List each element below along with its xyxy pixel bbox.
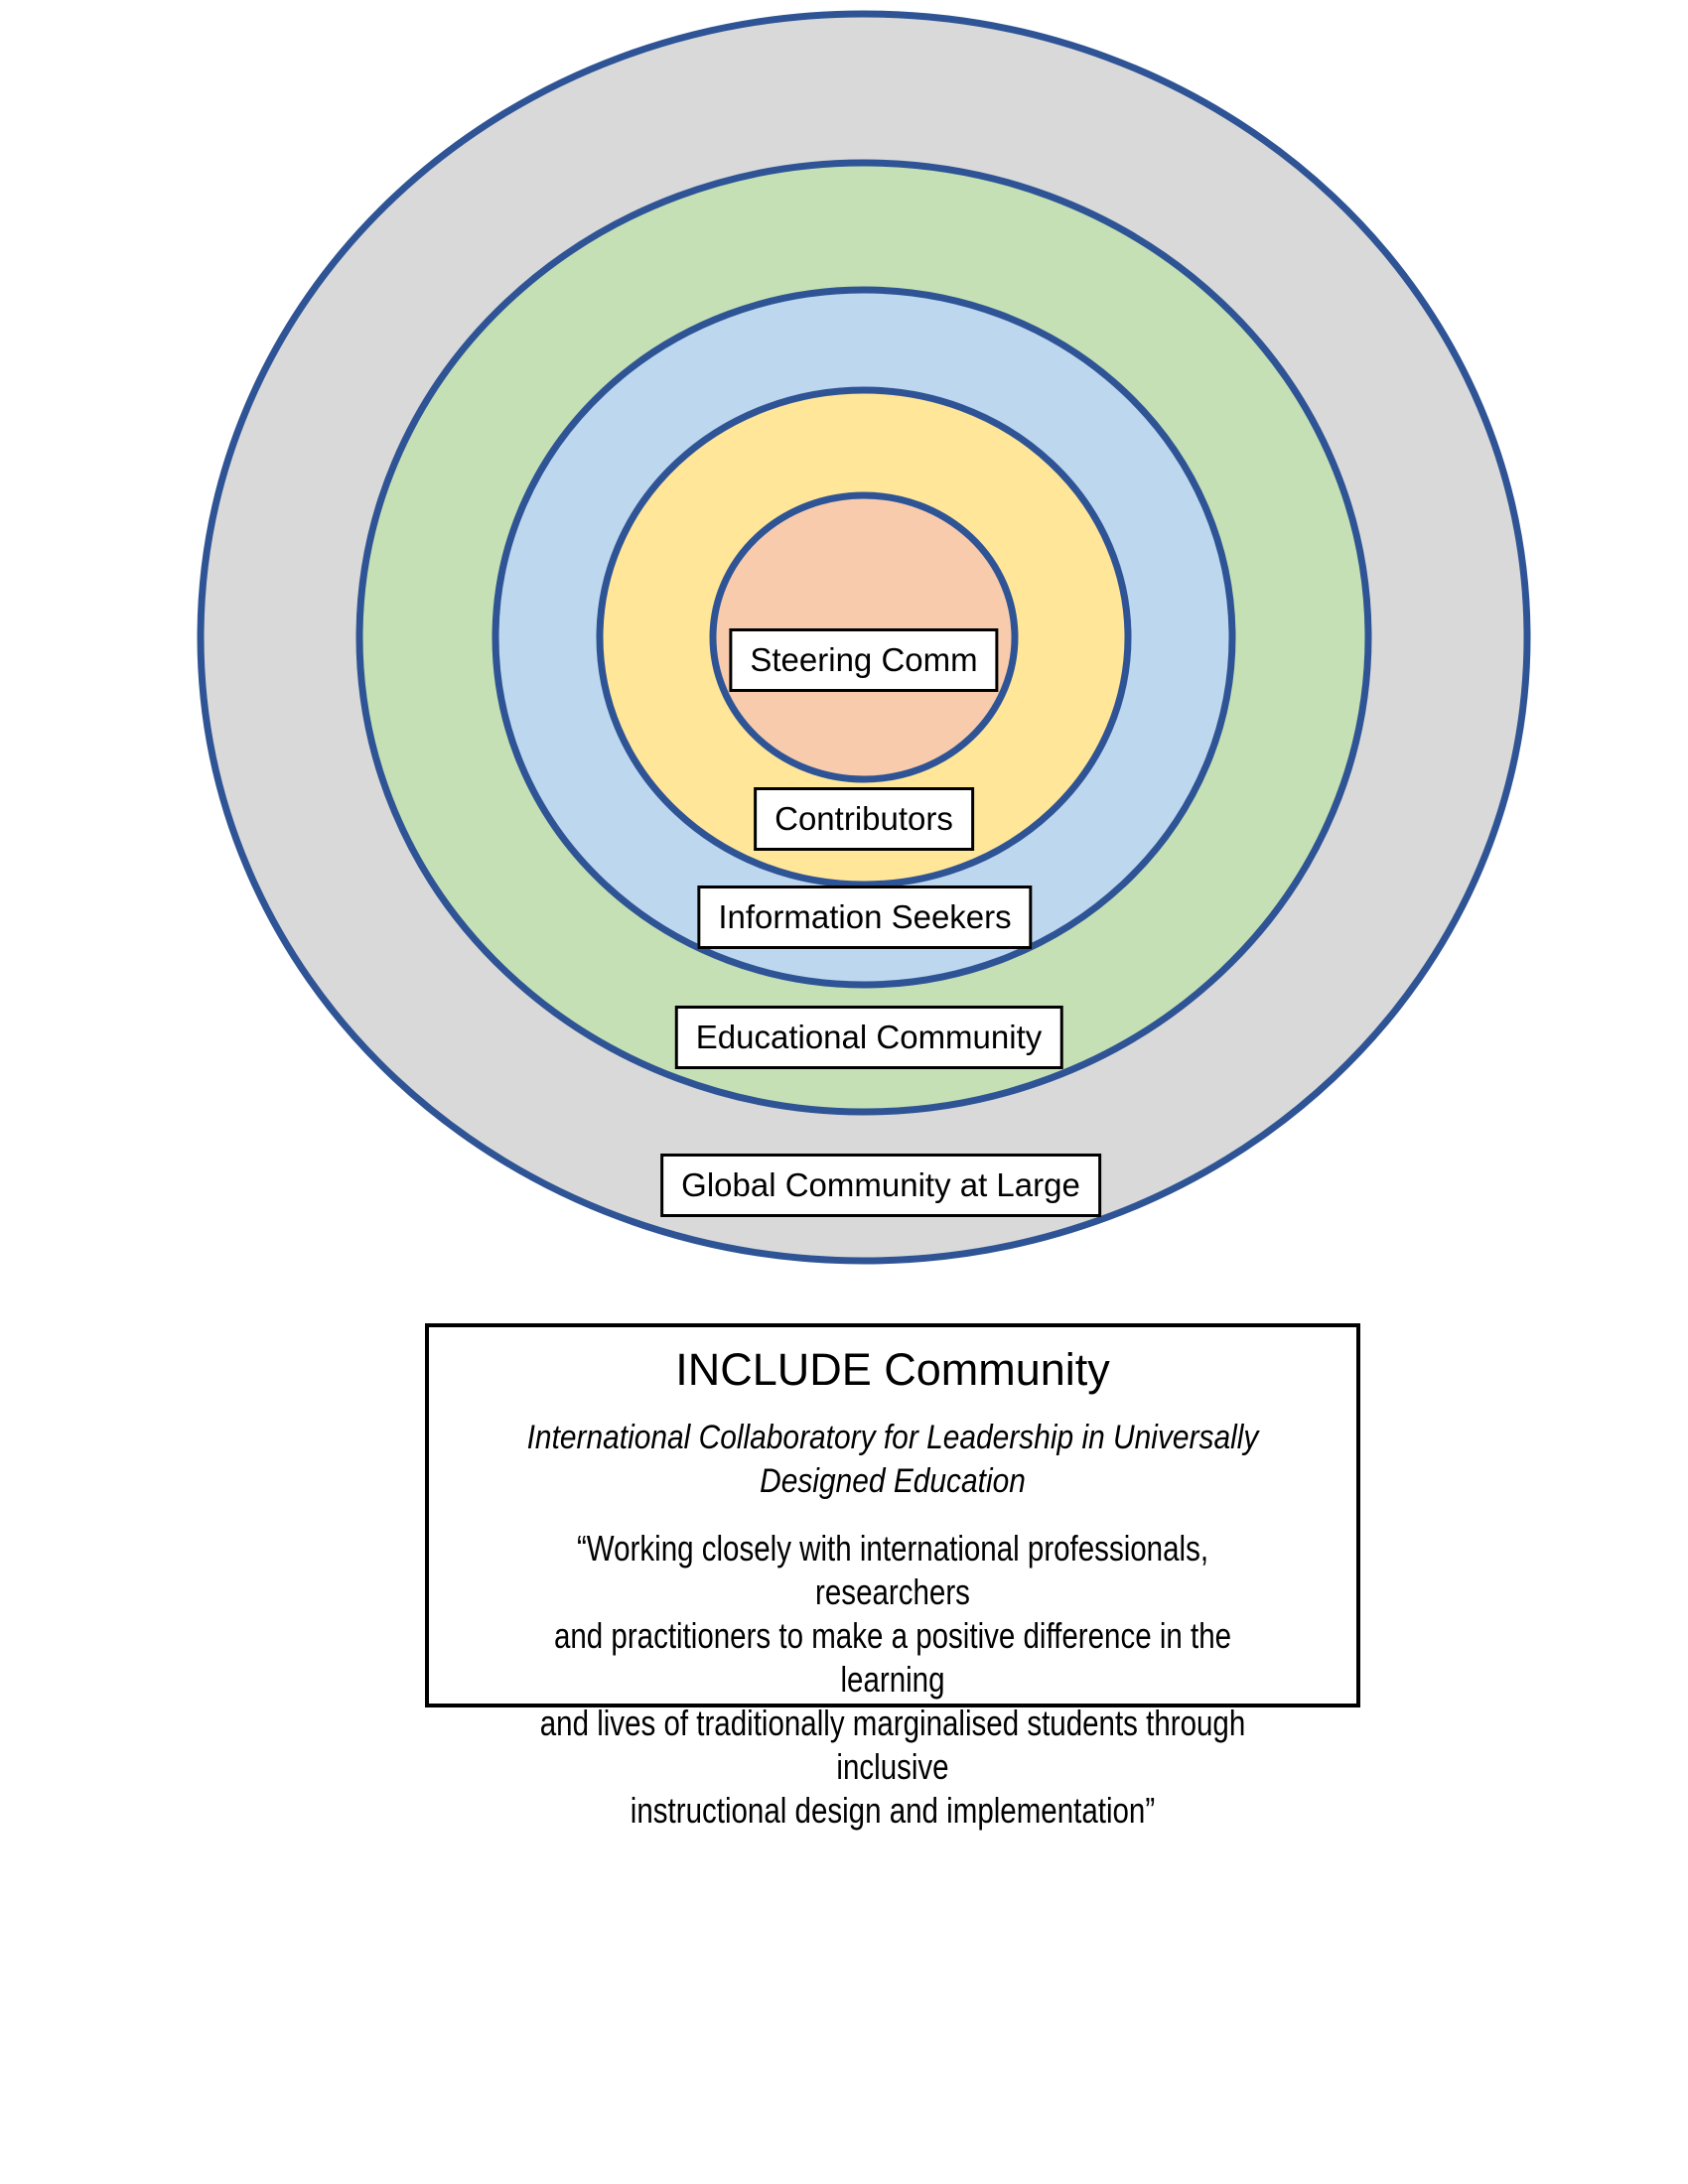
ring-label-educational-community: Educational Community (674, 1006, 1063, 1069)
ring-label-contributors: Contributors (754, 787, 974, 851)
info-box-subtitle: International Collaboratory for Leadersh… (526, 1419, 1259, 1500)
ring-label-information-seekers: Information Seekers (697, 886, 1033, 949)
include-community-info-box: INCLUDE Community International Collabor… (425, 1323, 1360, 1831)
ring-label-global-community-at-large: Global Community at Large (660, 1154, 1101, 1217)
info-box-quote: “Working closely with international prof… (539, 1528, 1246, 1831)
ring-label-steering-comm: Steering Comm (729, 628, 999, 692)
info-box-title: INCLUDE Community (675, 1344, 1110, 1395)
